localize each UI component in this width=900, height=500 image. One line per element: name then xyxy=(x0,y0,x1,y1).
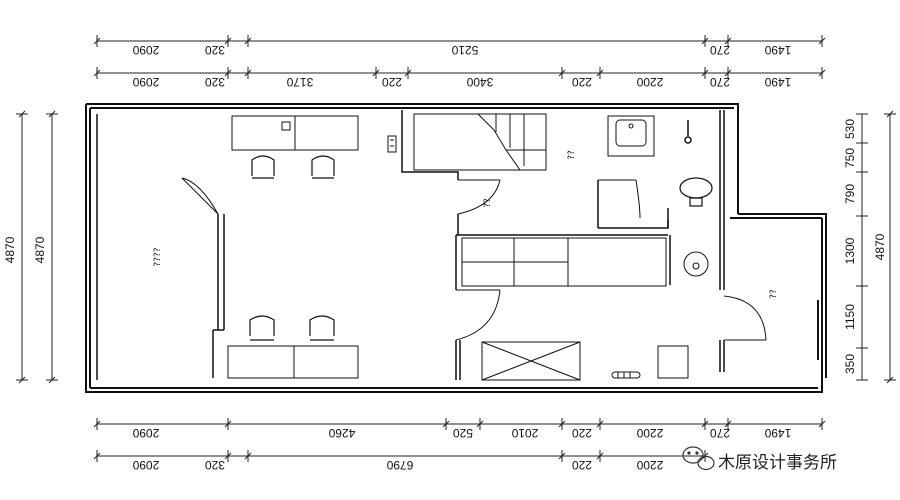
dim-label: 220 xyxy=(572,426,592,440)
dim-label: 3170 xyxy=(286,75,313,89)
door-swing-lower xyxy=(455,289,501,341)
dim-label: 270 xyxy=(710,426,730,440)
dim-label: 2090 xyxy=(132,458,159,472)
shower-icon xyxy=(684,120,692,144)
washbasin-icon xyxy=(607,115,655,157)
left-dim-label-1: 4870 xyxy=(3,236,17,263)
door-swing-right xyxy=(723,295,767,341)
door-swing-bathroom xyxy=(598,179,641,219)
watermark-text: 木原设计事务所 xyxy=(718,453,837,473)
dim-label: 3400 xyxy=(466,75,493,89)
dim-label: 790 xyxy=(843,184,857,204)
dim-label: 2200 xyxy=(636,75,663,89)
room-label-left: ???? xyxy=(153,247,163,266)
top-chair-right xyxy=(311,155,335,179)
dim-label: 320 xyxy=(205,43,225,57)
dim-label: 6790 xyxy=(386,458,413,472)
dim-label: 2090 xyxy=(132,75,159,89)
bottom-desk xyxy=(227,345,359,379)
dim-label: 750 xyxy=(843,148,857,168)
sofa xyxy=(461,237,667,287)
dim-label: 270 xyxy=(710,43,730,57)
dim-label: 530 xyxy=(843,119,857,139)
dim-label: 320 xyxy=(205,75,225,89)
wechat-logo-icon xyxy=(682,446,715,471)
dim-label: 220 xyxy=(572,75,592,89)
door-swing-center xyxy=(457,179,501,215)
dim-label: 320 xyxy=(205,458,225,472)
dim-label: 1300 xyxy=(843,237,857,264)
door-swing-left xyxy=(181,177,219,215)
dim-label: 220 xyxy=(382,75,402,89)
dim-label: 1490 xyxy=(764,43,791,57)
bottom-chair-left xyxy=(249,315,275,341)
exterior-walls xyxy=(85,103,827,393)
dim-label: 2200 xyxy=(636,426,663,440)
bottom-dimension-row-1-labels: 2090 4260 520 2010 220 2200 270 1490 xyxy=(132,426,791,440)
toilet-icon xyxy=(679,177,713,207)
bottom-chair-right xyxy=(309,315,335,341)
dim-label: 350 xyxy=(843,354,857,374)
side-cabinet xyxy=(657,345,689,379)
dim-label: 1490 xyxy=(764,75,791,89)
top-chair-left xyxy=(251,155,275,179)
dim-label: 1150 xyxy=(843,304,857,330)
left-dim-label-2: 4870 xyxy=(33,236,47,263)
right-total-dim-label: 4870 xyxy=(873,233,887,260)
dim-label: 2200 xyxy=(636,458,663,472)
dim-label: 4260 xyxy=(328,426,355,440)
interior-walls xyxy=(96,110,725,380)
storage-cabinet xyxy=(481,341,581,381)
dim-label: 520 xyxy=(453,426,473,440)
door-mark-label: ?? xyxy=(483,198,493,208)
room-label-right: ?? xyxy=(769,289,779,299)
top-dimension-row-1-labels: 2090 320 5210 270 1490 xyxy=(132,43,791,57)
shoe-rack-icon xyxy=(387,135,397,153)
bottom-dimension-row-2 xyxy=(93,450,709,462)
top-dimension-row-1 xyxy=(93,35,826,47)
right-dimensions xyxy=(856,110,896,384)
dim-label: 2010 xyxy=(511,426,538,440)
top-desk xyxy=(231,115,359,151)
dim-label: 270 xyxy=(710,75,730,89)
door-mark-label: ?? xyxy=(567,150,577,160)
right-dimension-labels: 530 750 790 1300 1150 350 4870 xyxy=(843,119,887,374)
bottom-dimension-row-1 xyxy=(93,418,826,430)
dim-label: 5210 xyxy=(451,43,478,57)
dim-label: 220 xyxy=(572,458,592,472)
left-dimensions xyxy=(16,110,58,384)
top-dimension-row-2-labels: 2090 320 3170 220 3400 220 2200 270 1490 xyxy=(132,75,791,89)
top-dimension-row-2 xyxy=(93,67,826,79)
radiator xyxy=(611,371,641,379)
staircase xyxy=(413,113,547,171)
dim-label: 2090 xyxy=(132,43,159,57)
dim-label: 2090 xyxy=(132,426,159,440)
bottom-dimension-row-2-labels: 2090 320 6790 220 2200 xyxy=(132,458,663,472)
dim-label: 1490 xyxy=(764,426,791,440)
floor-drain-icon xyxy=(683,251,709,277)
